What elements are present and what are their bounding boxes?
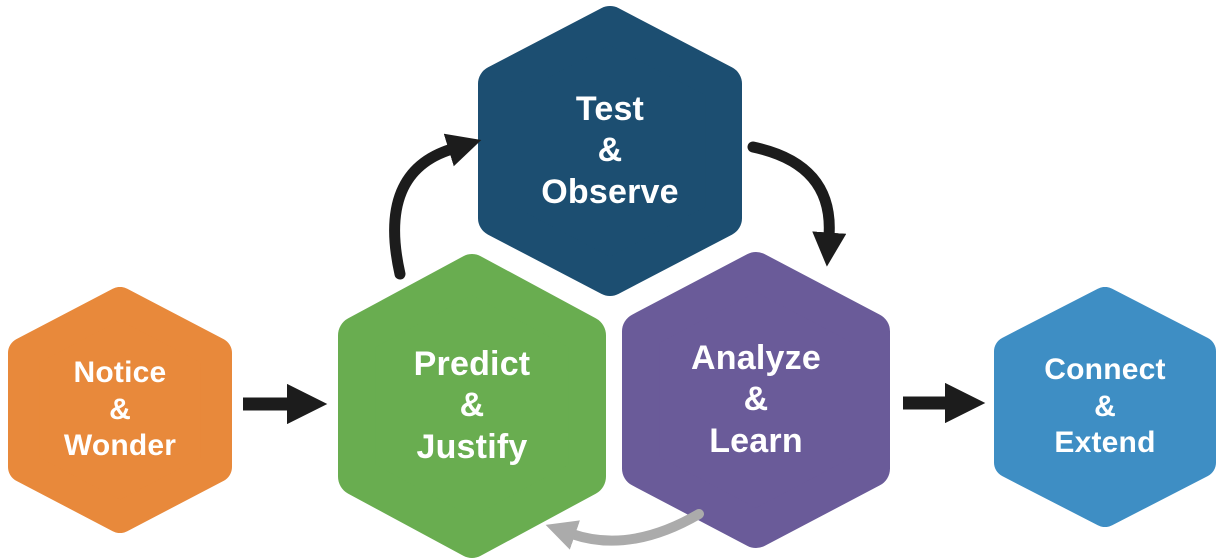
hexagon-predict-justify: Predict & Justify <box>338 254 606 558</box>
hexagon-analyze-learn: Analyze & Learn <box>622 252 890 548</box>
hexagon-polygon <box>478 6 742 296</box>
hexagon-shape <box>622 252 890 548</box>
arrow-test-to-analyze <box>747 141 847 267</box>
node-label-connect-extend: Connect & Extend <box>1044 353 1166 460</box>
hexagon-polygon <box>994 287 1216 527</box>
hexagon-shape <box>478 6 742 296</box>
hexagon-polygon <box>338 254 606 558</box>
node-label-notice-wonder: Notice & Wonder <box>63 356 177 463</box>
hexagon-polygon <box>622 252 890 548</box>
hexagon-shape <box>338 254 606 558</box>
node-label-test-observe: Test & Observe <box>541 89 679 211</box>
hexagon-notice-wonder: Notice & Wonder <box>8 287 232 533</box>
hexagon-polygon <box>8 287 232 533</box>
node-label-predict-justify: Predict & Justify <box>413 344 531 466</box>
hexagon-shape <box>994 287 1216 527</box>
node-label-analyze-learn: Analyze & Learn <box>691 338 821 460</box>
hexagon-test-observe: Test & Observe <box>478 6 742 296</box>
hexagon-shape <box>8 287 232 533</box>
hexagon-connect-extend: Connect & Extend <box>994 287 1216 527</box>
